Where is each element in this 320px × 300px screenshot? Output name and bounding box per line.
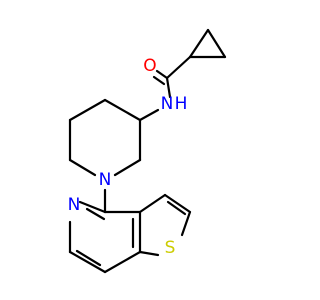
bond bbox=[68, 250, 107, 274]
bond bbox=[163, 193, 192, 214]
bond bbox=[188, 28, 210, 59]
bond bbox=[138, 108, 160, 122]
bond bbox=[206, 28, 227, 59]
bond bbox=[180, 210, 192, 237]
bond bbox=[78, 200, 107, 214]
bond bbox=[68, 98, 107, 122]
pyridine-nitrogen-label: N bbox=[68, 195, 81, 215]
oxygen-atom-label: O bbox=[143, 56, 156, 76]
bond bbox=[103, 250, 142, 274]
amide-hydrogen-label: H bbox=[175, 94, 188, 114]
bond bbox=[113, 158, 142, 177]
sulfur-atom-label: S bbox=[165, 238, 176, 258]
bond bbox=[165, 55, 192, 80]
structure-canvas: O N H N N S bbox=[67, 28, 227, 274]
bond bbox=[103, 98, 142, 122]
piperidine-nitrogen-label: N bbox=[99, 170, 112, 190]
bond bbox=[166, 200, 187, 216]
bond bbox=[165, 76, 172, 99]
bond bbox=[138, 193, 167, 214]
bond bbox=[68, 158, 97, 177]
bond bbox=[85, 207, 106, 221]
bond bbox=[155, 69, 169, 80]
bond bbox=[138, 250, 160, 257]
bond bbox=[75, 249, 102, 267]
amide-nitrogen-label: N bbox=[161, 94, 174, 114]
bond bbox=[152, 75, 166, 86]
molecule-structure: O N H N N S bbox=[68, 28, 227, 274]
